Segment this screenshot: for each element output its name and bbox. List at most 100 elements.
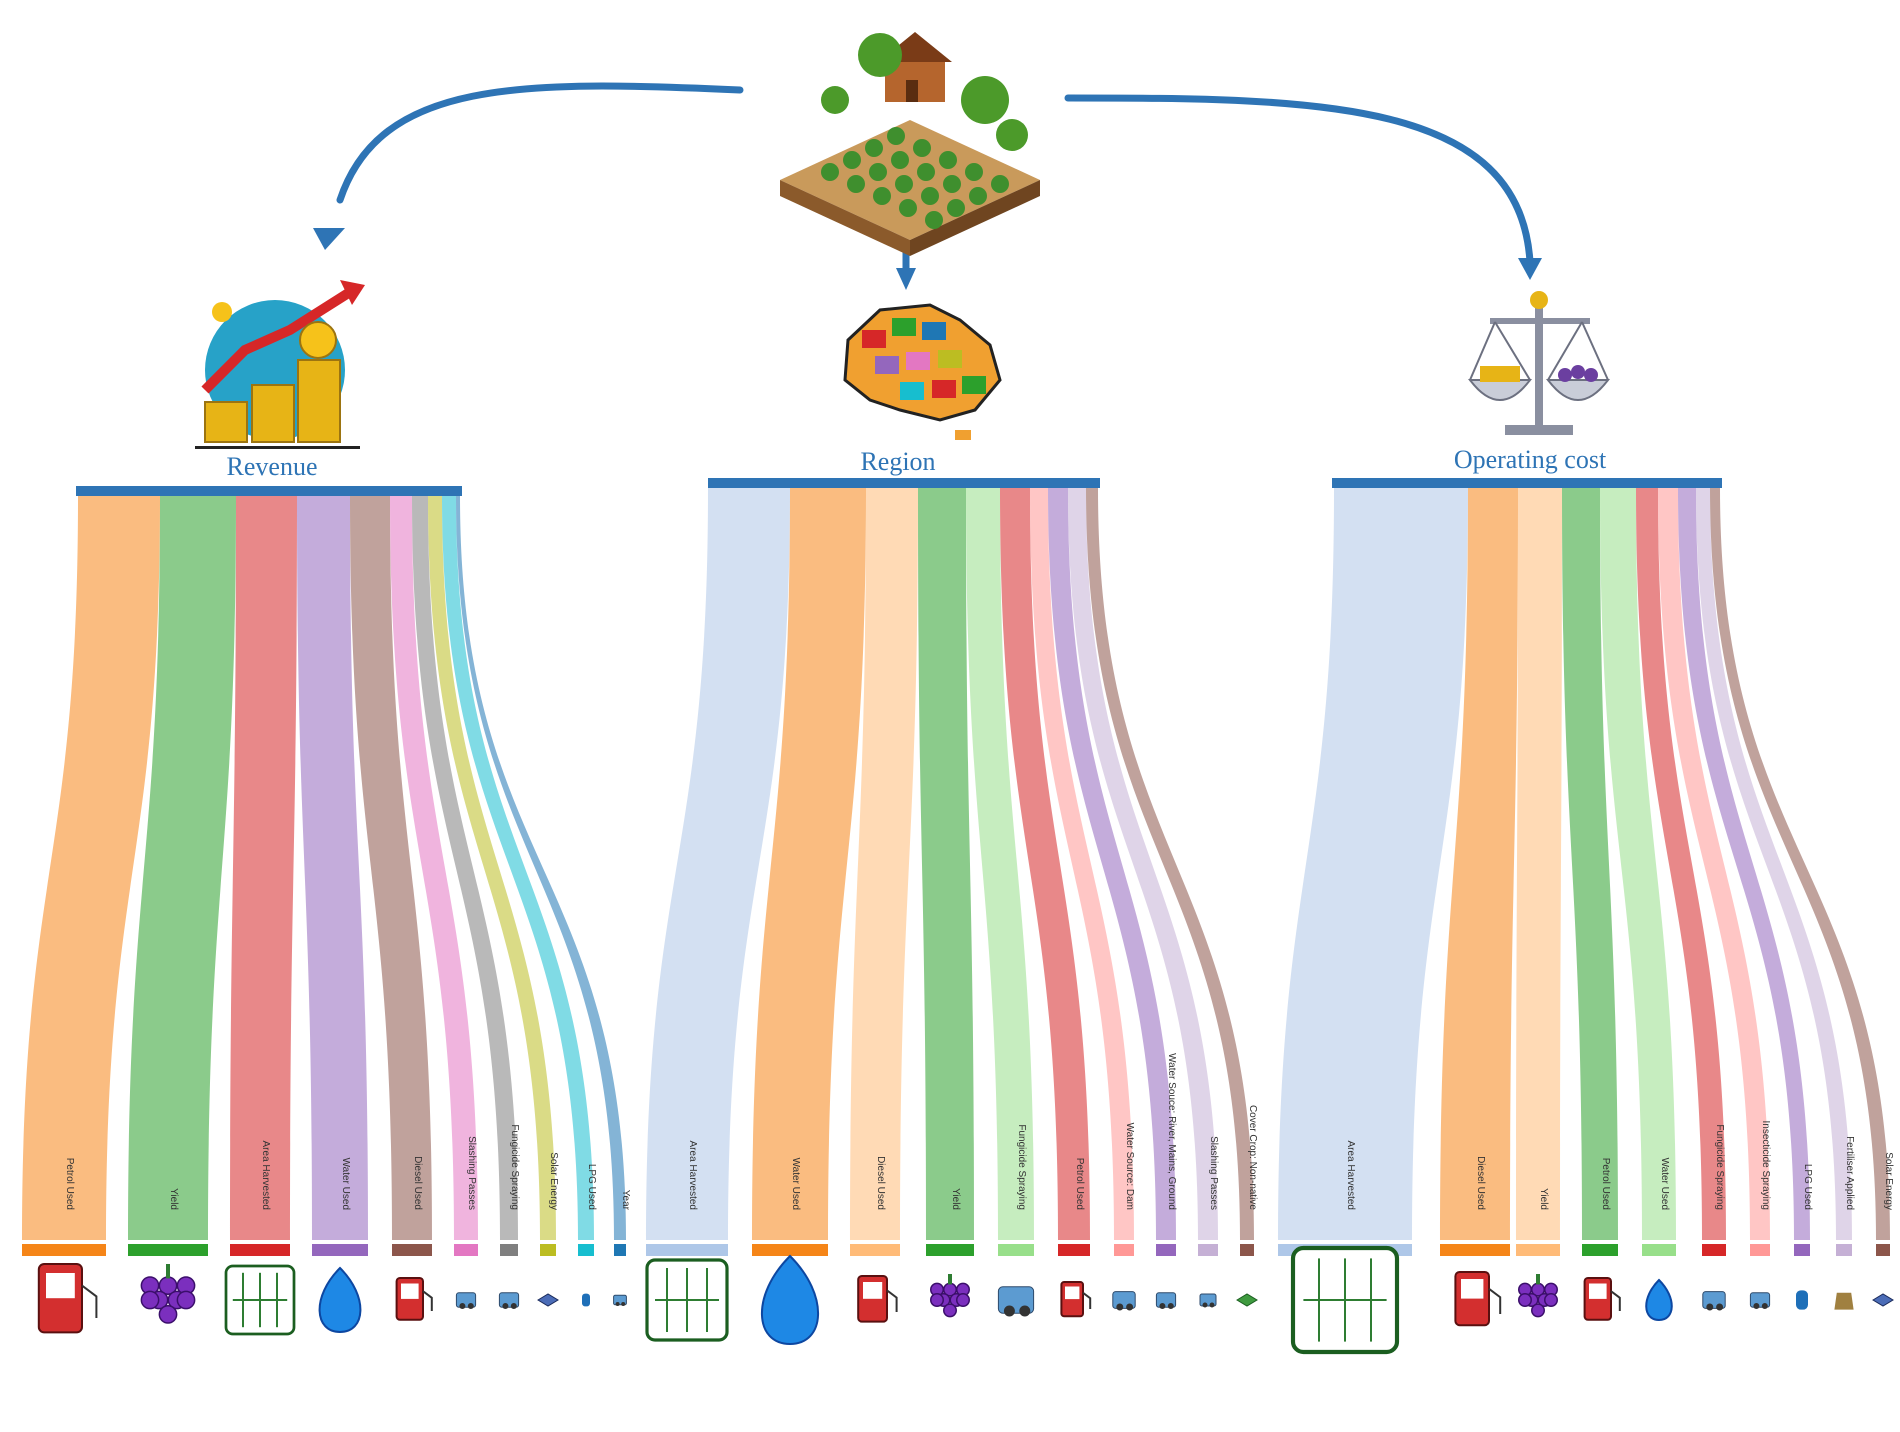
flow-label: Yield [950,1188,961,1210]
flow-ribbon [1516,488,1562,1240]
flow-ribbon [1030,488,1134,1240]
flow-target-node [1582,1244,1618,1256]
solar-panel-icon [537,1293,559,1307]
group-title-operating-cost: Operating cost [1454,445,1607,474]
arrow-to-operating-cost [1064,94,1534,266]
flow-label: Solar Energy [1883,1152,1894,1210]
flow-label: Solar Energy [548,1152,559,1210]
flow-ribbon [1048,488,1176,1240]
flow-ribbon [1696,488,1852,1240]
flow-target-node [1058,1244,1090,1256]
flow-target-node [1198,1244,1218,1256]
flow-label: Petrol Used [1074,1158,1085,1210]
flow-ribbon [850,488,918,1240]
revenue-growth-icon [195,280,365,449]
flow-label: Water Source: Dam [1124,1123,1135,1210]
vineyard-grid-icon [645,1258,729,1342]
sprayer-icon [498,1292,520,1309]
flow-label: Insecticide Spraying [1760,1121,1771,1211]
flow-target-node [1836,1244,1852,1256]
australia-map-icon [843,303,1002,440]
flow-target-node [1702,1244,1726,1256]
flow-target-node [392,1244,432,1256]
flow-label: Cover Crop: Non-native [1247,1105,1258,1210]
solar-panel-icon [1872,1293,1894,1307]
flow-target-node [1516,1244,1560,1256]
gas-cylinder-icon [1796,1290,1808,1310]
flow-target-node [1114,1244,1134,1256]
flow-target-node [578,1244,594,1256]
flow-label: Area Harvested [687,1141,698,1210]
flow-label: Water Used [340,1158,351,1210]
flow-target-node [1876,1244,1890,1256]
flow-ribbon [390,496,478,1240]
fuel-pump-icon [1583,1277,1621,1321]
flow-ribbon [1600,488,1676,1240]
flow-ribbon [128,496,236,1240]
sprayer-icon [1702,1291,1726,1311]
flow-label: LPG Used [1802,1164,1813,1210]
flow-label: Yield [168,1188,179,1210]
flow-ribbon [966,488,1034,1240]
diesel-pump-icon [395,1277,433,1321]
tractor-icon [455,1292,477,1309]
flow-target-node [1750,1244,1770,1256]
flow-ribbon [428,496,556,1240]
arrow-to-revenue [336,82,744,204]
flow-ribbon [1440,488,1518,1240]
arrowhead-revenue [313,228,345,250]
flow-label: Fertiliser Applied [1844,1136,1855,1210]
flow-label: Water Souce: River, Mains, Ground [1166,1053,1177,1210]
flow-ribbon [1068,488,1218,1240]
sprayer-icon [997,1286,1035,1317]
flow-label: Diesel Used [875,1156,886,1210]
flow-ribbon [230,496,297,1240]
flow-ribbon [1658,488,1770,1240]
group-node-bar [76,486,462,496]
flow-ribbon [1086,488,1254,1240]
flow-label: Fungicide Spraying [1016,1124,1027,1210]
flow-label: Year [620,1190,631,1211]
flow-ribbon [1636,488,1726,1240]
flow-label: Diesel Used [412,1156,423,1210]
flow-label: Water Used [790,1158,801,1210]
flow-ribbon [646,488,790,1240]
vineyard-grid-icon [224,1264,296,1336]
flow-target-node [998,1244,1034,1256]
fuel-pump-icon [1060,1281,1092,1318]
flow-target-node [540,1244,556,1256]
flow-label: Slashing Passes [466,1136,477,1210]
flow-target-node [230,1244,290,1256]
flow-ribbon [1000,488,1090,1240]
flow-target-node [22,1244,106,1256]
flow-target-node [1240,1244,1254,1256]
water-drop-icon [1645,1278,1673,1322]
flow-target-node [752,1244,828,1256]
flow-label: Water Used [1659,1158,1670,1210]
flow-target-node [312,1244,368,1256]
flow-ribbon [1678,488,1810,1240]
flow-ribbon [350,496,432,1240]
water-drop-icon [318,1266,362,1334]
flow-target-node [850,1244,900,1256]
flow-ribbon [442,496,594,1240]
flow-target-node [1794,1244,1810,1256]
flow-ribbon [918,488,974,1240]
flow-label: Fungicide Spraying [509,1124,520,1210]
group-node-bar [1332,478,1722,488]
fuel-pump-icon [37,1263,98,1334]
flow-ribbon [412,496,518,1240]
flow-label: LPG Used [586,1164,597,1210]
flow-target-node [614,1244,626,1256]
flow-label: Area Harvested [1345,1141,1356,1210]
arrowhead-operating-cost [1518,258,1542,280]
tractor-icon [1199,1293,1217,1308]
flow-ribbon [1278,488,1468,1240]
group-title-revenue: Revenue [227,452,318,481]
dam-icon [1112,1291,1136,1311]
flow-ribbon [456,496,626,1240]
flow-target-node [646,1244,728,1256]
cover-crop-icon [1236,1293,1258,1307]
group-node-bar [708,478,1100,488]
